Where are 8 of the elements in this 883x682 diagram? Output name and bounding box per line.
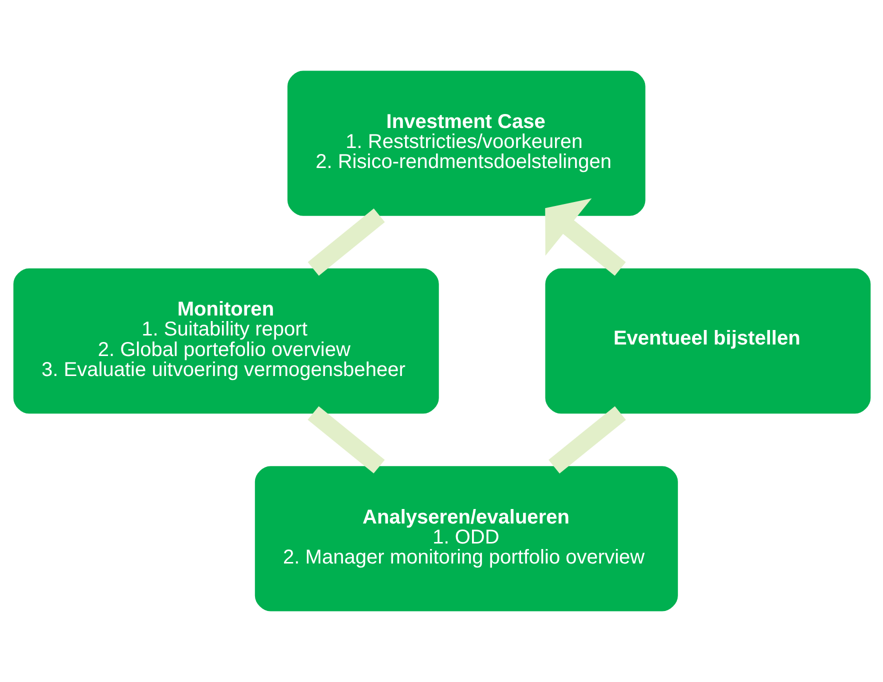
connector <box>307 208 384 276</box>
node-box: Investment Case 1. Reststricties/voorkeuren 2. Risico-rendmentsdoelstelingen <box>286 70 645 216</box>
node-box: Analyseren/evalueren 1. ODD 2. Manager monitoring portfolio overview <box>254 466 678 612</box>
node-box: Monitoren 1. Suitability report 2. Global portefolio overview 3. Evaluatie uitvoering vermogensbeheer <box>12 268 438 414</box>
connector <box>307 406 384 474</box>
connector <box>548 406 626 474</box>
arrow <box>544 198 626 276</box>
node-box: Eventueel bijstellen <box>544 268 870 414</box>
